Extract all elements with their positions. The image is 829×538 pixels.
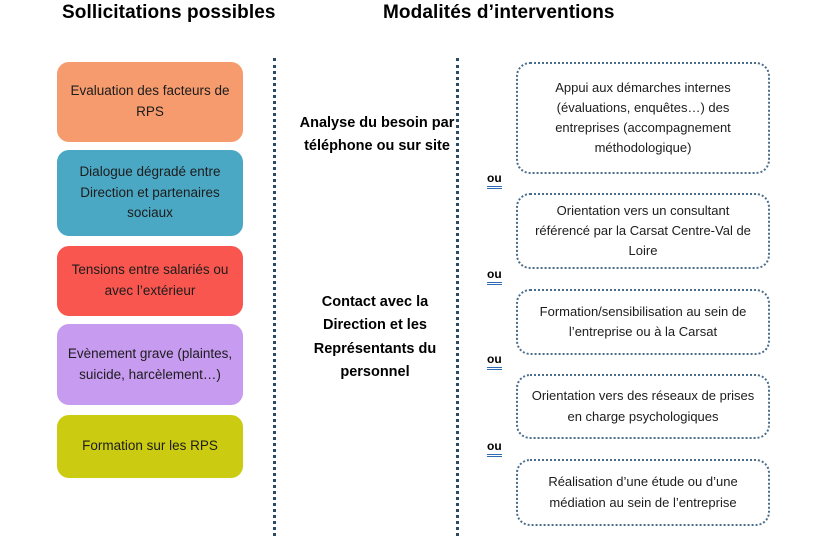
or-connector: ou: [487, 268, 502, 285]
solicitation-box: Dialogue dégradé entre Direction et part…: [57, 150, 243, 236]
intervention-label: Orientation vers un consultant référencé…: [535, 202, 751, 259]
intervention-label: Formation/sensibilisation au sein de l’e…: [539, 303, 747, 339]
intervention-box: Appui aux démarches internes (évaluation…: [516, 62, 770, 174]
right-column-title: Modalités d’interventions: [383, 2, 615, 23]
intervention-mode-label: Contact avec la Direction et les Représe…: [313, 294, 437, 381]
or-connector: ou: [487, 353, 502, 370]
intervention-box: Orientation vers un consultant référencé…: [516, 193, 770, 269]
vertical-dotted-separator-right: [456, 58, 459, 536]
intervention-box: Orientation vers des réseaux de prises e…: [516, 374, 770, 439]
intervention-mode-label: Analyse du besoin par téléphone ou sur s…: [299, 115, 455, 155]
solicitation-label: Evaluation des facteurs de RPS: [70, 83, 230, 119]
intervention-label: Appui aux démarches internes (évaluation…: [555, 79, 731, 156]
solicitation-box: Formation sur les RPS: [57, 415, 243, 478]
or-connector: ou: [487, 440, 502, 457]
left-column-title: Sollicitations possibles: [62, 2, 276, 23]
or-connector: ou: [487, 172, 502, 189]
intervention-label: Réalisation d’une étude ou d’une médiati…: [548, 474, 738, 510]
intervention-box: Formation/sensibilisation au sein de l’e…: [516, 289, 770, 355]
solicitation-label: Formation sur les RPS: [82, 438, 218, 454]
solicitation-box: Tensions entre salariés ou avec l’extéri…: [57, 246, 243, 316]
solicitation-label: Evènement grave (plaintes, suicide, harc…: [67, 345, 233, 382]
vertical-dotted-separator-left: [273, 58, 276, 536]
intervention-box: Réalisation d’une étude ou d’une médiati…: [516, 459, 770, 526]
solicitation-box: Evaluation des facteurs de RPS: [57, 62, 243, 142]
solicitation-label: Tensions entre salariés ou avec l’extéri…: [71, 262, 229, 298]
solicitation-label: Dialogue dégradé entre Direction et part…: [79, 164, 221, 221]
intervention-label: Orientation vers des réseaux de prises e…: [531, 388, 755, 424]
solicitation-box: Evènement grave (plaintes, suicide, harc…: [57, 324, 243, 405]
